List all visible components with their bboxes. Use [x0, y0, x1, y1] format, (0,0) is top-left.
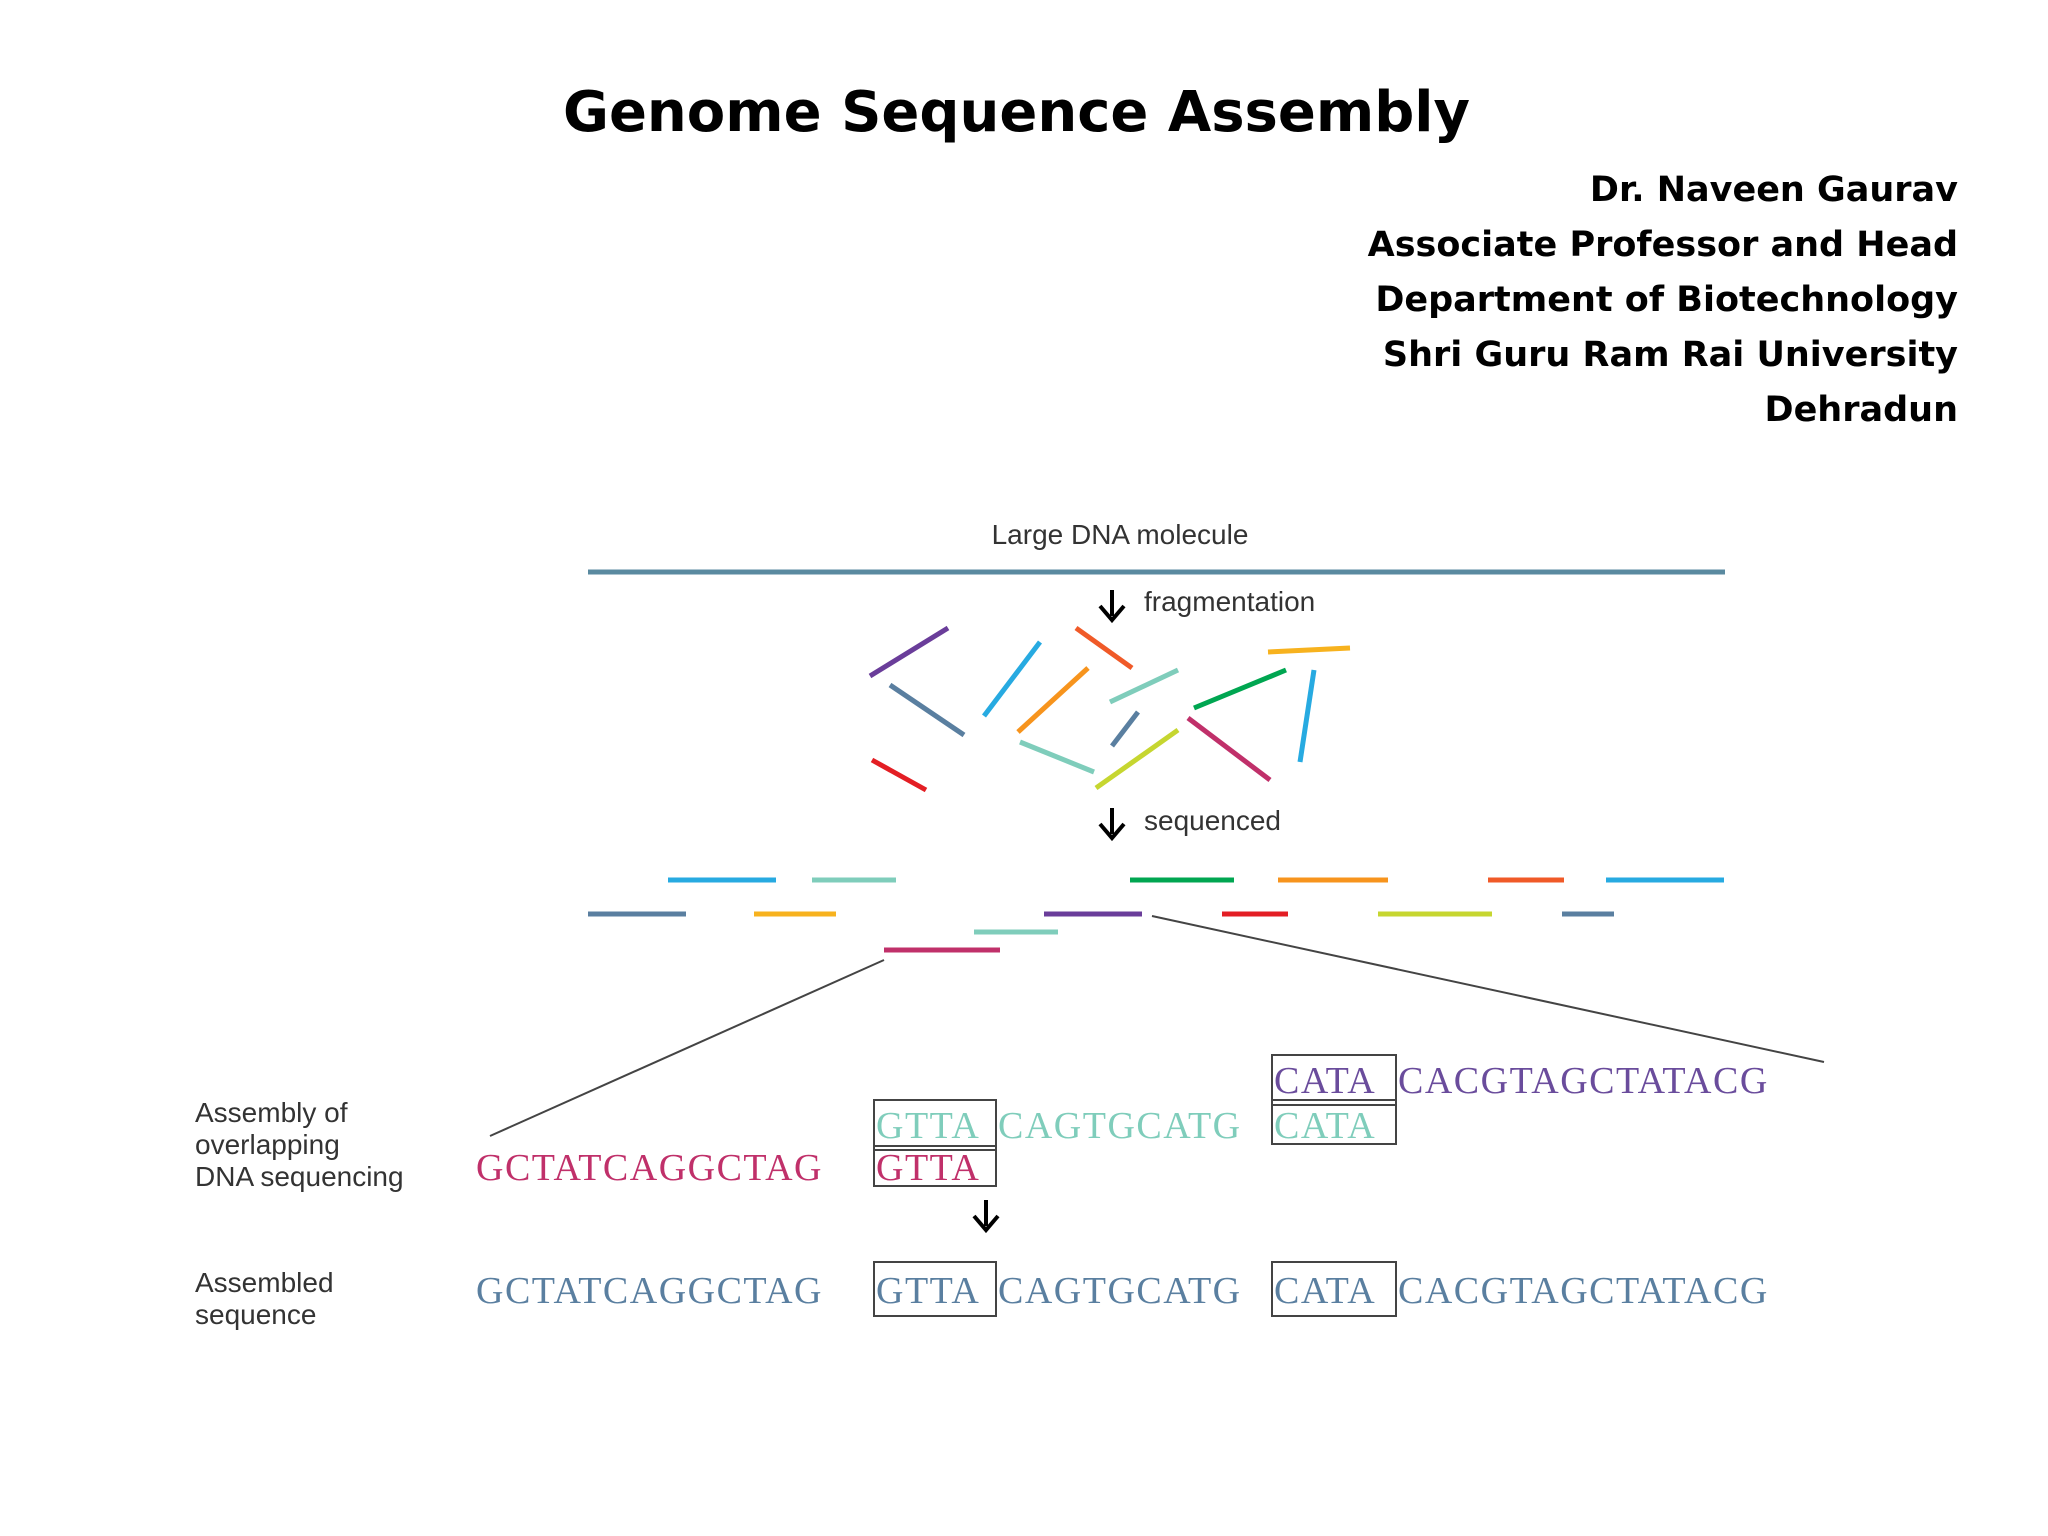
fragment [1267, 645, 1351, 655]
read2-text: CAGTGCATG [998, 1105, 1242, 1147]
read1-text: GCTATCAGGCTAG [476, 1147, 823, 1189]
fragment [1019, 739, 1095, 775]
author-position: Associate Professor and Head [1367, 225, 1958, 265]
author-university: Shri Guru Ram Rai University [1382, 335, 1958, 375]
read1-sequence: GCTATCAGGCTAG GTTA [476, 1145, 997, 1189]
fragment [1110, 710, 1140, 748]
assembled-label-line: sequence [195, 1299, 316, 1330]
assembled-label-line: Assembled [195, 1267, 334, 1298]
fragment [1108, 667, 1180, 705]
sequenced-reads [588, 877, 1724, 953]
slide-title-text: Genome Sequence Assembly [562, 80, 1471, 145]
fragment [1186, 716, 1272, 782]
read2-sequence: GTTA CAGTGCATG CATA [873, 1099, 1397, 1151]
molecule-label: Large DNA molecule [992, 519, 1249, 550]
fragmentation-arrow-icon [1098, 590, 1126, 624]
overlap-box [873, 1261, 997, 1317]
fragment [1094, 727, 1180, 791]
assembled-part2: CAGTGCATG [998, 1270, 1242, 1312]
fragment [1193, 667, 1287, 711]
assembled-box2: CATA [1274, 1270, 1376, 1312]
zoom-line-left [489, 959, 885, 1137]
read3-text: CACGTAGCTATACG [1398, 1060, 1769, 1102]
dna-fragments [868, 625, 1351, 793]
read1-overlap: GTTA [876, 1147, 980, 1189]
fragment [888, 682, 966, 738]
fragment [1074, 625, 1134, 671]
fragment [1297, 669, 1317, 763]
sequenced-arrow-icon [1098, 808, 1126, 842]
overlap-box [1271, 1099, 1397, 1145]
fragmentation-label: fragmentation [1144, 586, 1315, 617]
sequenced-label: sequenced [1144, 805, 1281, 836]
read3-overlap: CATA [1274, 1060, 1376, 1102]
zoom-line-right [1151, 915, 1825, 1063]
overlap-box [873, 1145, 997, 1187]
read2-overlap-start: GTTA [876, 1105, 980, 1147]
overlap-box [1271, 1054, 1397, 1106]
slide-title: Genome Sequence Assembly [0, 80, 2048, 145]
assembled-part3: CACGTAGCTATACG [1398, 1270, 1769, 1312]
read2-overlap-end: CATA [1274, 1105, 1376, 1147]
assembly-label-line: overlapping [195, 1129, 340, 1160]
assembled-part1: GCTATCAGGCTAG [476, 1270, 823, 1312]
assembled-label: Assembled sequence [195, 1267, 334, 1330]
assembled-box1: GTTA [876, 1270, 980, 1312]
assembly-arrow-icon [972, 1200, 1000, 1234]
assembled-sequence: GCTATCAGGCTAG GTTA CAGTGCATG CATA CACGTA… [476, 1261, 1769, 1317]
fragment [982, 640, 1042, 718]
fragment [1016, 666, 1090, 734]
author-department: Department of Biotechnology [1375, 280, 1958, 320]
fragment [868, 625, 950, 679]
assembly-label-line: Assembly of [195, 1097, 348, 1128]
author-name: Dr. Naveen Gaurav [1589, 170, 1958, 210]
read3-sequence: CATA CACGTAGCTATACG [1271, 1054, 1769, 1106]
author-city: Dehradun [1764, 390, 1958, 430]
overlap-box [1271, 1261, 1397, 1317]
assembly-label: Assembly of overlapping DNA sequencing [195, 1097, 404, 1192]
assembly-label-line: DNA sequencing [195, 1161, 404, 1192]
overlap-box [873, 1099, 997, 1151]
fragment [870, 757, 928, 793]
author-block: Dr. Naveen Gaurav Associate Professor an… [1368, 163, 1958, 438]
